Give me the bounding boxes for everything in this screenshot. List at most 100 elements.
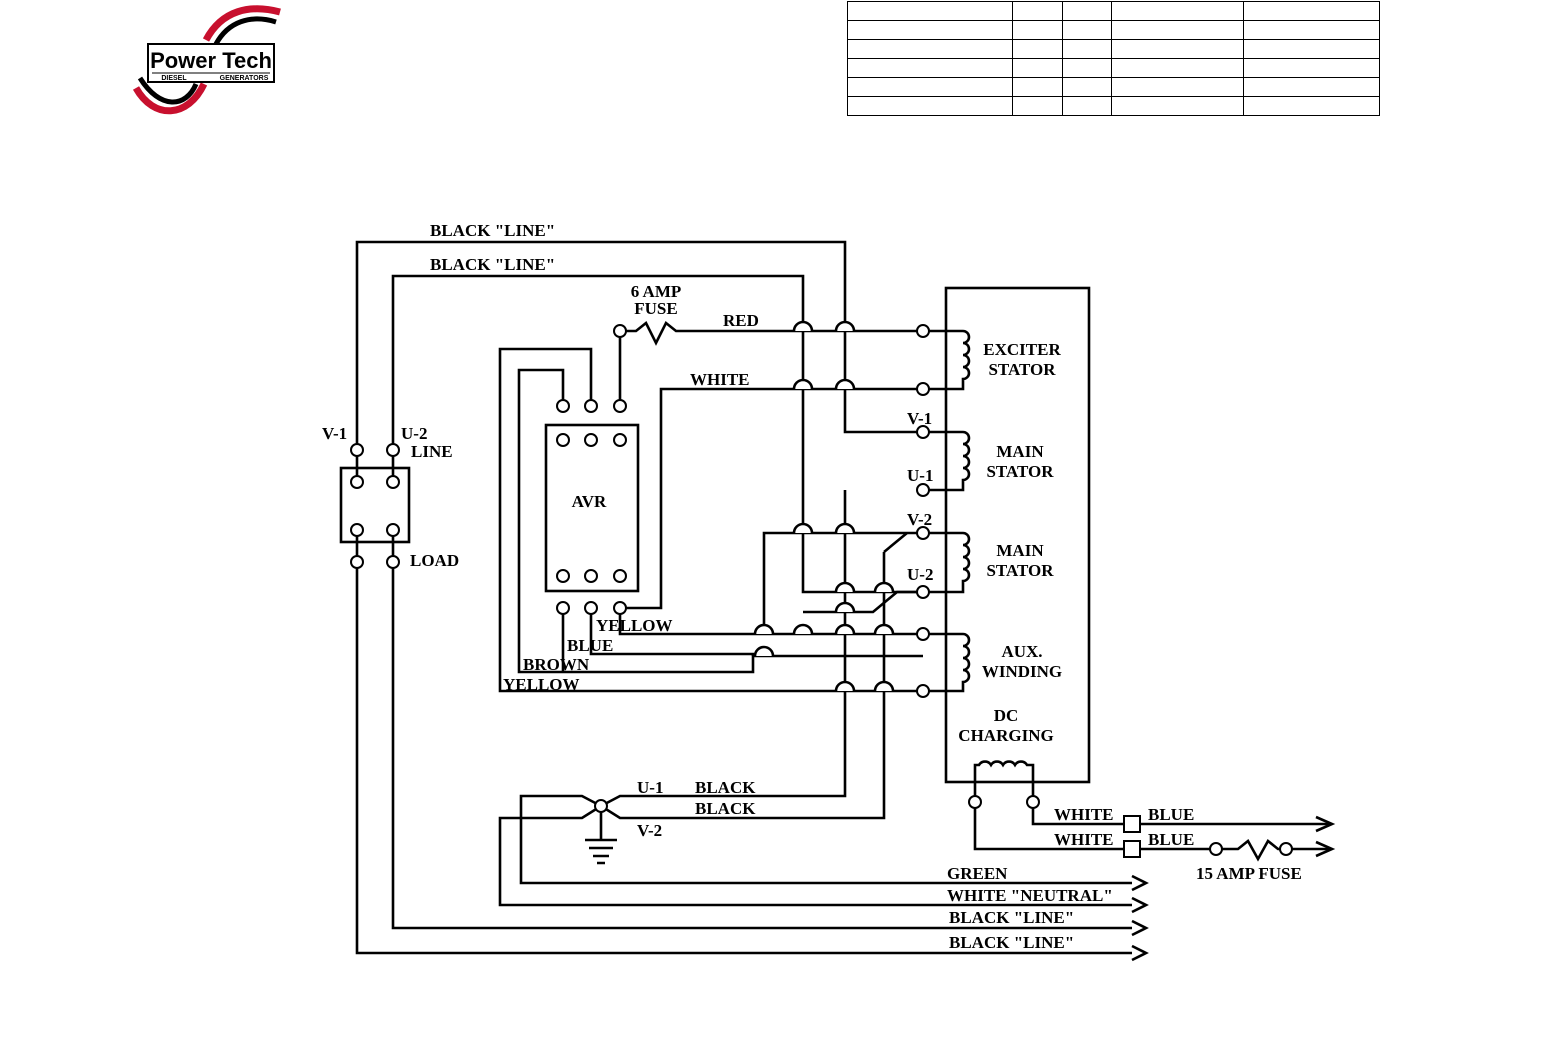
coil-exciter [923,329,971,391]
terminal [613,433,627,447]
label-blue: BLUE [567,636,613,655]
wire-black-line-out2 [355,562,1132,955]
terminal [916,684,930,698]
label-aux-1: AUX. [1001,642,1042,661]
terminal [968,795,982,809]
terminal [556,433,570,447]
label-dc-white-2: WHITE [1054,830,1114,849]
terminal [350,523,364,537]
terminal [350,555,364,569]
terminal [386,523,400,537]
label-fuse-6-line2: FUSE [634,299,677,318]
label-fuse-6-line1: 6 AMP [631,282,682,301]
logo-swoosh-black-bottom [137,76,199,105]
terminal [350,443,364,457]
logo-tagline-left: DIESEL [161,75,187,82]
label-dc-blue-2: BLUE [1148,830,1194,849]
logo-brand: Power Tech [150,48,272,73]
arrow-dc-1 [1315,815,1336,833]
terminal [556,601,570,615]
terminal [916,324,930,338]
label-aux-2: WINDING [982,662,1062,681]
terminal [613,569,627,583]
terminal [1209,842,1223,856]
wire-yellow-loop [498,347,923,693]
terminal [386,475,400,489]
terminal [916,526,930,540]
table-row [847,96,1380,116]
wire-dc-white-2 [973,802,1124,851]
label-red: RED [723,311,759,330]
label-load: LOAD [410,551,459,570]
terminal [613,399,627,413]
label-brown: BROWN [523,655,590,674]
arrow-line-1 [1131,919,1149,937]
label-terminal-u2-breaker: U-2 [401,424,427,443]
label-main1-2: STATOR [986,462,1054,481]
label-terminal-v2: V-2 [907,510,932,529]
logo-swoosh-red-top [202,5,281,42]
table-row [847,58,1380,78]
arrow-line-2 [1131,944,1149,962]
label-dc-2: CHARGING [958,726,1053,745]
avr-box [544,423,640,593]
terminal [916,585,930,599]
label-terminal-v1: V-1 [907,409,932,428]
wire-white-neutral [498,804,1132,907]
terminal [613,601,627,615]
label-line: LINE [411,442,453,461]
coil-aux [923,632,971,693]
terminal [584,601,598,615]
label-black-line-out2: BLACK "LINE" [949,933,1074,952]
wire-dc-white-1 [1031,802,1124,826]
label-dc-white-1: WHITE [1054,805,1114,824]
label-avr: AVR [572,492,607,511]
label-terminal-gnd-v2: V-2 [637,821,662,840]
arrow-dc-2 [1315,840,1336,858]
terminal [916,425,930,439]
power-tech-logo: Power Tech DIESEL GENERATORS [132,5,281,115]
wire-red [620,320,923,346]
wire-black-line-v1 [355,240,923,450]
label-terminal-u2: U-2 [907,565,933,584]
terminal [556,569,570,583]
wire-ground-u1 [600,794,660,808]
logo-swoosh-black-top [213,16,277,46]
label-fuse-15: 15 AMP FUSE [1196,864,1302,883]
label-black-line-top: BLACK "LINE" [430,221,555,240]
label-terminal-v1-breaker: V-1 [322,424,347,443]
label-terminal-gnd-u1: U-1 [637,778,663,797]
label-exciter-1: EXCITER [983,340,1061,359]
terminal [556,399,570,413]
terminal [613,324,627,338]
label-dc-1: DC [994,706,1019,725]
coil-main-1 [923,430,971,492]
label-exciter-2: STATOR [988,360,1056,379]
terminal [386,443,400,457]
terminal [584,433,598,447]
connector [1123,840,1141,858]
wire-green [519,794,1132,885]
logo-swoosh-red-bottom [132,82,208,115]
arrow-green [1131,874,1149,892]
terminal [916,627,930,641]
terminal [584,399,598,413]
label-v2-black: BLACK [695,799,756,818]
wire-v2-black [660,531,908,820]
terminal [386,555,400,569]
wire-white [620,387,923,610]
wire-yellow [618,608,923,636]
label-terminal-u1: U-1 [907,466,933,485]
coil-dc-charging [973,760,1035,802]
label-main1-1: MAIN [996,442,1044,461]
terminal [916,483,930,497]
terminal [1026,795,1040,809]
label-black-line-out1: BLACK "LINE" [949,908,1074,927]
label-yellow: YELLOW [596,616,673,635]
logo-tagline-right: GENERATORS [220,75,269,82]
wire-ground-v2 [600,804,660,820]
wire-blue [589,608,755,656]
label-yellow2: YELLOW [503,675,580,694]
terminal [594,799,608,813]
label-black-line-top2: BLACK "LINE" [430,255,555,274]
